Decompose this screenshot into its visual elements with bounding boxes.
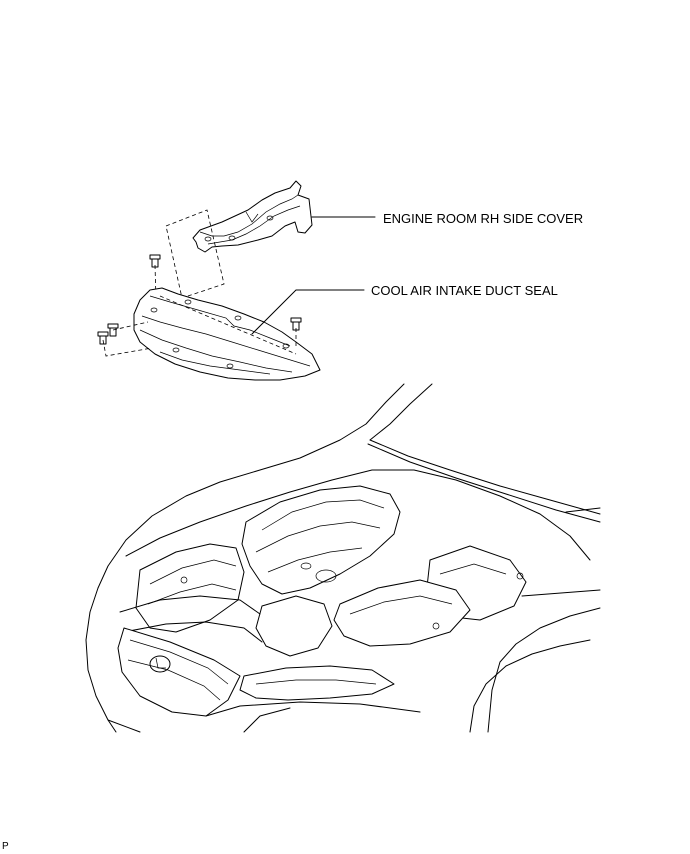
clip-left-2: [97, 331, 109, 345]
callout-label-cool-air-intake-duct-seal: COOL AIR INTAKE DUCT SEAL: [371, 283, 558, 298]
callout-label-engine-room-rh-side-cover: ENGINE ROOM RH SIDE COVER: [383, 211, 584, 226]
emblem-icon: [149, 655, 171, 673]
leader-line-duct-seal: [251, 289, 365, 335]
cover-alignment-guides: [154, 209, 225, 301]
figure-code: P: [2, 841, 9, 852]
clip-left-1: [107, 323, 119, 337]
clip-upper: [149, 254, 161, 268]
cool-air-intake-duct-seal: [133, 287, 321, 381]
seal-alignment-guides: [102, 295, 297, 357]
engine-room-rh-side-cover: [192, 180, 313, 253]
vehicle-front-engine-bay: [85, 383, 601, 733]
clip-right: [290, 317, 302, 331]
